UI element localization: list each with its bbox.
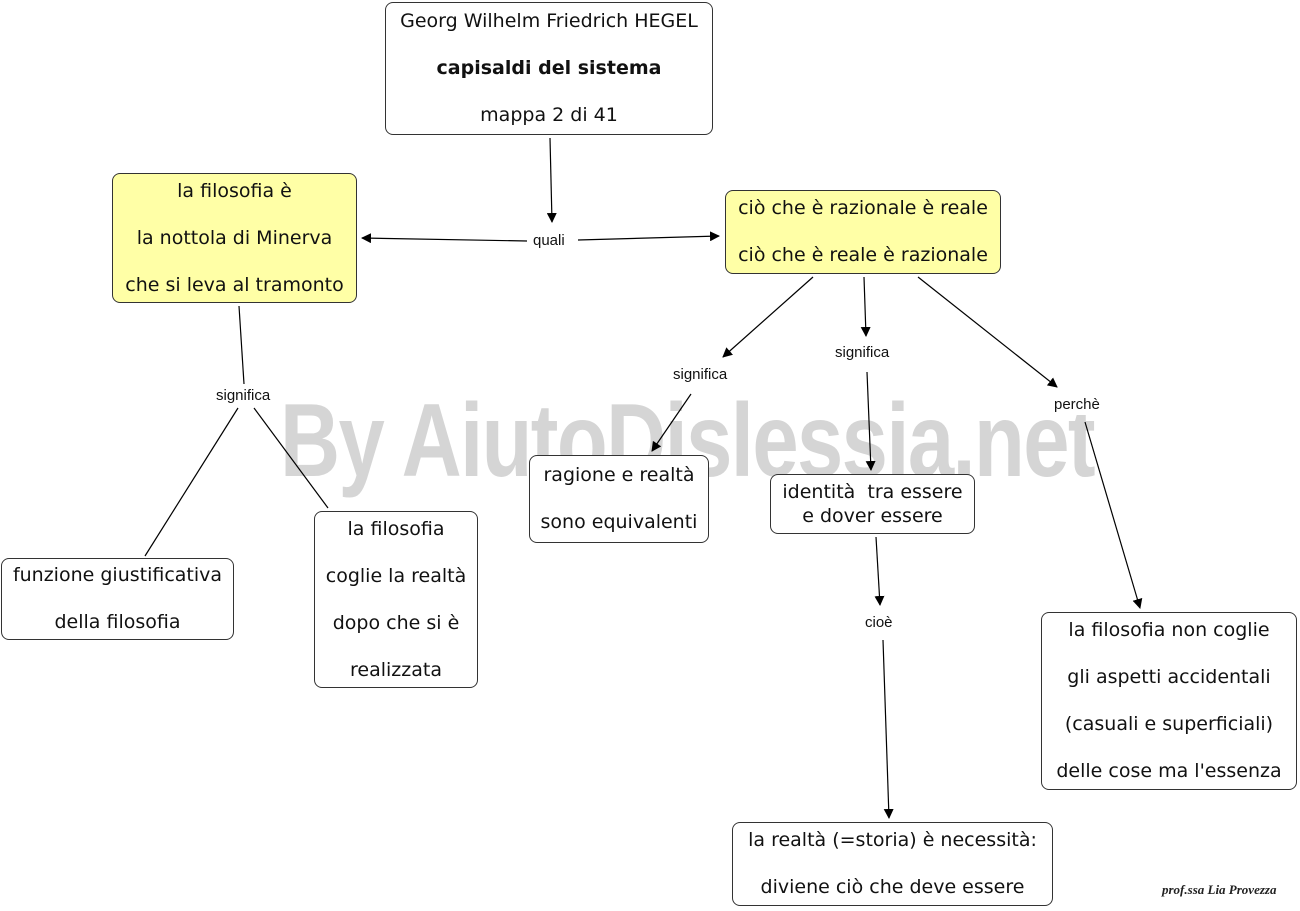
edge-title-quali <box>546 137 557 223</box>
node-title-line: capisaldi del sistema <box>436 57 662 79</box>
node-ragione-realta[interactable]: ragione e realtà sono equivalenti <box>529 455 709 543</box>
edge-razionale-perche <box>917 276 1058 388</box>
edge-significa-funzione <box>144 407 239 557</box>
link-label-significa-left: significa <box>212 386 275 406</box>
node-title-line: mappa 2 di 41 <box>480 104 618 126</box>
edge-significa-ragione <box>651 393 692 452</box>
node-identita-line: e dover essere <box>802 505 943 527</box>
edge-cioe-realta <box>882 639 894 819</box>
node-title-line: Georg Wilhelm Friedrich HEGEL <box>400 10 698 32</box>
link-label-cioe: cioè <box>861 613 897 633</box>
node-identita-line: identità tra essere <box>782 481 963 503</box>
edge-razionale-significa-center <box>860 276 871 337</box>
node-razionale-line: ciò che è razionale è reale <box>738 197 988 219</box>
node-ragione-line: ragione e realtà <box>543 464 695 486</box>
node-realta-line: la realtà (=storia) è necessità: <box>748 829 1037 851</box>
node-nottola-minerva[interactable]: la filosofia è la nottola di Minerva che… <box>112 173 357 303</box>
node-funzione-line: della filosofia <box>54 611 181 633</box>
node-accidentali-line: la filosofia non coglie <box>1068 619 1270 641</box>
node-title[interactable]: Georg Wilhelm Friedrich HEGEL capisaldi … <box>385 2 713 135</box>
edge-razionale-significa-mid <box>722 276 814 358</box>
node-nottola-line: la filosofia è <box>177 179 292 202</box>
author-signature: prof.ssa Lia Provezza <box>1162 882 1277 897</box>
node-ragione-line: sono equivalenti <box>540 511 698 533</box>
node-razionale-line: ciò che è reale è razionale <box>738 244 988 266</box>
node-accidentali-line: delle cose ma l'essenza <box>1056 760 1282 782</box>
node-coglie-realta[interactable]: la filosofia coglie la realtà dopo che s… <box>314 511 478 688</box>
edge-significa-coglie <box>253 407 329 509</box>
node-funzione-line: funzione giustificativa <box>12 564 223 586</box>
edge-quali-razionale <box>577 231 720 242</box>
node-coglie-line: dopo che si è <box>332 611 460 634</box>
node-realta-line: diviene ciò che deve essere <box>760 876 1025 898</box>
edge-nottola-significa <box>238 305 245 385</box>
node-accidentali-line: (casuali e superficiali) <box>1064 713 1274 735</box>
link-label-perche: perchè <box>1050 395 1104 415</box>
node-coglie-line: realizzata <box>350 658 442 681</box>
edge-identita-cioe <box>874 536 885 606</box>
node-coglie-line: coglie la realtà <box>325 564 467 587</box>
node-identita-essere[interactable]: identità tra essere e dover essere <box>770 474 975 534</box>
edge-significa-identita <box>865 371 876 471</box>
node-coglie-line: la filosofia <box>347 517 445 540</box>
node-nottola-line: la nottola di Minerva <box>136 226 333 249</box>
link-label-significa-mid: significa <box>669 365 732 385</box>
node-accidentali-line: gli aspetti accidentali <box>1067 666 1271 688</box>
node-realta-necessita[interactable]: la realtà (=storia) è necessità: diviene… <box>732 822 1053 906</box>
edge-quali-nottola <box>361 233 528 244</box>
link-label-significa-center: significa <box>831 343 894 363</box>
node-razionale-reale[interactable]: ciò che è razionale è reale ciò che è re… <box>725 190 1001 274</box>
node-nottola-line: che si leva al tramonto <box>125 273 344 296</box>
edge-perche-accidentali <box>1084 421 1143 609</box>
node-aspetti-accidentali[interactable]: la filosofia non coglie gli aspetti acci… <box>1041 612 1297 790</box>
node-funzione-giustificativa[interactable]: funzione giustificativa della filosofia <box>1 558 234 640</box>
link-label-quali: quali <box>529 231 569 251</box>
